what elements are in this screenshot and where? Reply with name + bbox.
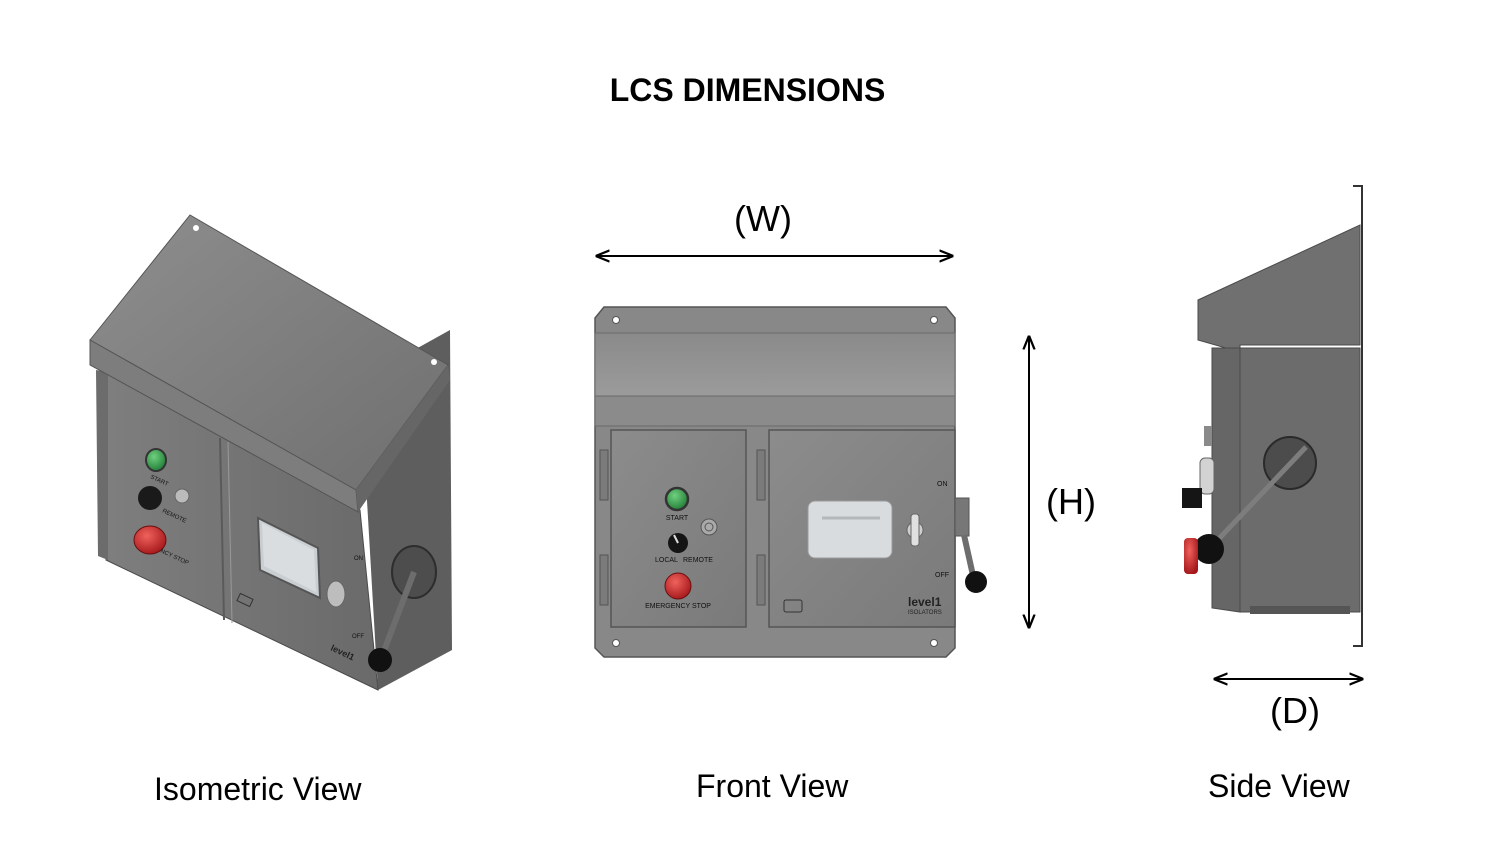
front-off-label: OFF (935, 572, 949, 579)
front-view-caption: Front View (696, 768, 849, 804)
depth-label: (D) (1270, 690, 1320, 731)
side-view-drawing (1182, 185, 1363, 647)
iso-estop-button (133, 525, 167, 555)
front-estop-button (664, 572, 692, 600)
isometric-view-drawing: START REMOTE NCY STOP ON OFF level1 (89, 214, 452, 691)
front-hood (594, 332, 956, 397)
front-estop-label: EMERGENCY STOP (645, 603, 711, 610)
iso-on-label: ON (354, 556, 363, 562)
front-window (807, 500, 893, 559)
front-local-label: LOCAL (655, 557, 678, 564)
width-label: (W) (734, 198, 792, 239)
side-estop-button (1184, 538, 1198, 574)
side-isolator-handle (1194, 534, 1224, 564)
diagram-title: LCS DIMENSIONS (609, 72, 886, 108)
iso-isolator-handle (368, 648, 392, 672)
front-start-button (664, 486, 690, 512)
isometric-view-caption: Isometric View (154, 771, 362, 807)
side-view-caption: Side View (1208, 768, 1350, 804)
iso-start-button (145, 448, 167, 472)
front-isolator-handle (965, 571, 987, 593)
front-on-label: ON (937, 481, 948, 488)
front-view-drawing: START LOCAL REMOTE EMERGENCY STOP ON OFF (594, 306, 987, 658)
front-brand-sub: ISOLATORS (908, 610, 942, 616)
front-start-label: START (666, 515, 689, 522)
front-brand: level1 (908, 595, 942, 609)
iso-off-label: OFF (352, 634, 364, 640)
iso-selector-knob (138, 486, 162, 510)
front-remote-label: REMOTE (683, 557, 713, 564)
height-label: (H) (1046, 481, 1096, 522)
